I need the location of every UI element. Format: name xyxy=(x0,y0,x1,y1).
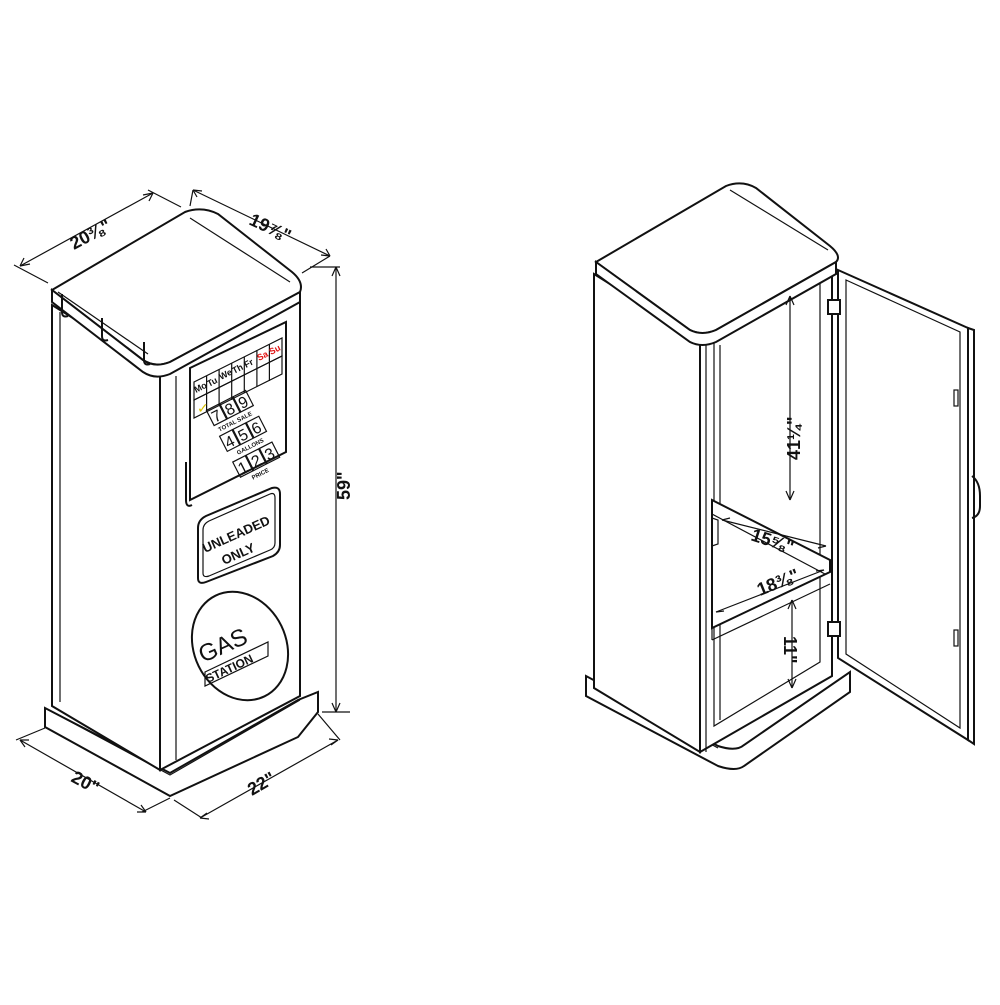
open-cabinet-top xyxy=(594,182,839,346)
open-door xyxy=(827,268,981,746)
closed-cabinet-view: Mo Tu We Th Fr Sa Su ✓ 7 8 9 TOTAL SALE xyxy=(13,189,354,820)
dim-interior-height: 41¼" xyxy=(784,416,804,460)
dim-base-depth: 20" xyxy=(68,767,103,798)
calendar-strip: Mo Tu We Th Fr Sa Su ✓ xyxy=(192,337,283,419)
unleaded-sign: UNLEADED ONLY xyxy=(197,486,281,584)
hinge-top-icon xyxy=(827,299,841,315)
calendar-day-th: Th xyxy=(230,362,244,376)
open-cabinet-body xyxy=(593,264,833,754)
dim-base-width: 22" xyxy=(244,768,279,800)
check-mark-icon: ✓ xyxy=(197,400,209,416)
calendar-day-su: Su xyxy=(267,343,282,357)
cabinet-base xyxy=(44,690,319,798)
hinge-bottom-icon xyxy=(827,621,841,637)
dim-height: 59" xyxy=(334,471,354,500)
gas-station-logo: GAS STATION xyxy=(190,590,290,702)
calendar-day-tu: Tu xyxy=(205,375,219,389)
dim-bottom-height: 11" xyxy=(780,636,800,664)
open-cabinet-view: 41¼" 15⅝" 18⅜" 11" xyxy=(585,182,981,770)
dim-depth-top: 20⅜" xyxy=(66,215,114,253)
side-hooks xyxy=(61,294,193,507)
